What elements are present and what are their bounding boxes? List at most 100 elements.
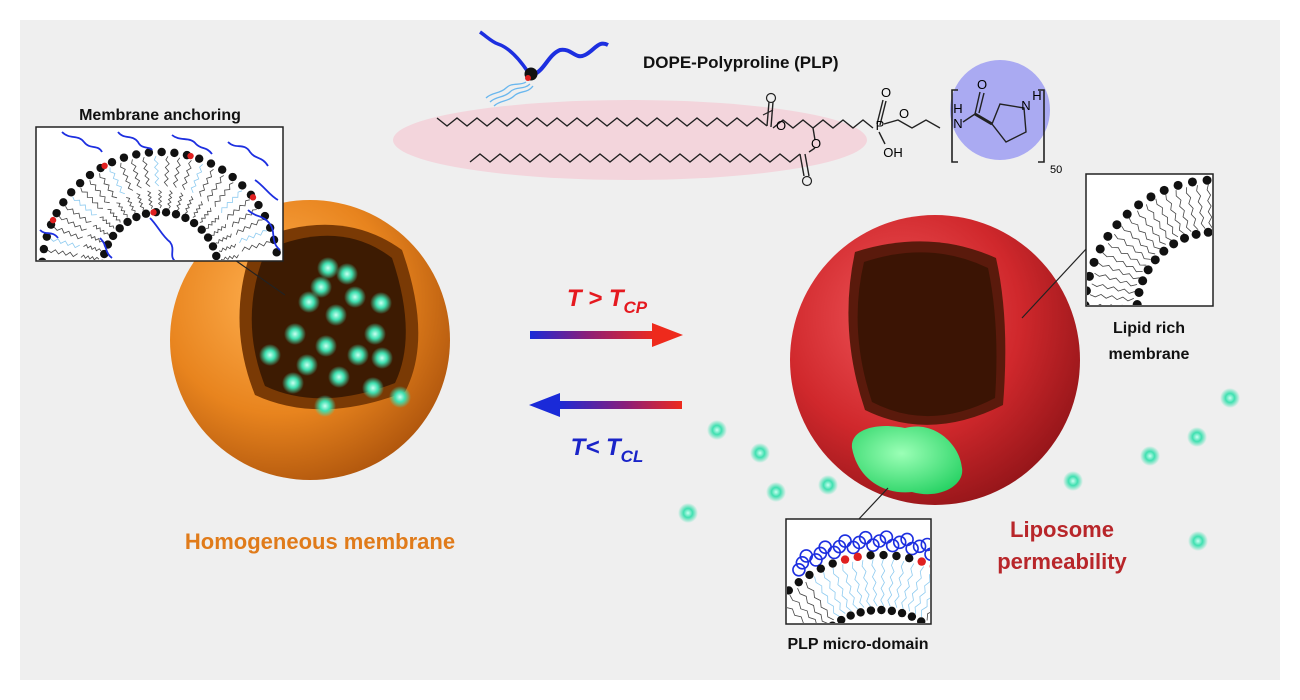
lipid-head	[929, 564, 930, 568]
lipid-head	[1095, 244, 1105, 254]
reverse-condition: T< TCL	[571, 434, 644, 466]
lipid-head	[132, 212, 141, 222]
lipid-tail	[239, 230, 268, 244]
polyproline-coil	[933, 547, 945, 559]
lipid-head	[1103, 231, 1113, 241]
lipid-head	[917, 557, 926, 566]
lipid-head	[1146, 192, 1156, 202]
proline-highlight	[950, 60, 1050, 160]
cargo-dot	[371, 347, 393, 369]
lipid-head	[856, 608, 865, 617]
lipid-tail	[231, 209, 257, 228]
lipid-tail	[176, 192, 184, 211]
lipid-tail	[241, 241, 271, 252]
lipid-head	[75, 178, 85, 188]
lipid-tail	[1094, 272, 1138, 287]
lipid-tail	[871, 559, 878, 607]
lipid-head	[794, 577, 803, 587]
lipid-head	[972, 591, 980, 599]
lipid-head	[853, 552, 862, 562]
cargo-dot	[298, 291, 320, 313]
lipid-head	[877, 605, 886, 615]
lipid-tail	[109, 167, 125, 195]
lipid-tail	[832, 567, 852, 612]
lipid-tail	[99, 216, 115, 229]
cargo-dot	[389, 386, 411, 408]
membrane-anchoring-illustration	[38, 131, 281, 260]
title: DOPE-Polyproline (PLP)	[643, 53, 839, 72]
lipid-head	[1187, 177, 1197, 187]
lipid-tail	[894, 561, 905, 608]
lipid-head	[887, 606, 897, 616]
released-cargo-dot	[766, 482, 786, 502]
lipid-tail	[89, 180, 110, 204]
chem-o-amide: O	[977, 77, 987, 92]
released-cargo-dot	[1188, 531, 1208, 551]
lipid-head	[197, 225, 206, 234]
lipid-tail	[215, 233, 232, 244]
lipid-rich-label-line2: membrane	[1109, 346, 1190, 363]
cargo-dot	[325, 304, 347, 326]
lipid-tail	[80, 254, 100, 260]
lipid-tail	[163, 156, 170, 187]
lipid-tail	[167, 190, 173, 209]
cargo-dot	[296, 354, 318, 376]
lipid-tail	[99, 173, 118, 199]
plp-molecule-icon	[479, 30, 609, 107]
lipid-tail	[214, 182, 234, 207]
lipid-head	[170, 148, 179, 158]
chem-o-phosphate-link: O	[899, 106, 909, 121]
lipid-tail	[842, 564, 858, 610]
lipid-tail	[1128, 217, 1161, 250]
lipid-head	[1087, 301, 1090, 305]
orange-liposome	[170, 200, 450, 480]
lipid-tail	[787, 607, 805, 623]
polyproline-chain	[39, 229, 59, 239]
lipid-tail	[914, 573, 930, 614]
lipid-tail	[54, 227, 83, 240]
lipid-tail	[1155, 198, 1179, 238]
lipid-head	[963, 582, 971, 590]
cargo-dot	[364, 323, 386, 345]
polyproline-coil	[951, 556, 963, 568]
lipid-rich-illustration	[1087, 175, 1212, 305]
cargo-dot	[328, 366, 350, 388]
lipid-tail	[901, 563, 915, 610]
lipid-head	[212, 251, 221, 260]
lipid-head	[829, 621, 836, 623]
lipid-head	[1132, 300, 1142, 305]
lipid-head	[879, 550, 888, 560]
lipid-head	[952, 575, 960, 583]
lipid-head	[217, 165, 227, 174]
lipid-tail	[221, 190, 243, 213]
lipid-head	[67, 188, 76, 197]
lipid-head	[203, 233, 213, 242]
lipid-tail	[190, 164, 203, 193]
lipid-tail	[1121, 225, 1156, 255]
released-cargo-dot	[1063, 471, 1083, 491]
lipid-head	[1159, 185, 1169, 195]
lipid-head	[1089, 257, 1099, 267]
lipid-tail	[823, 571, 846, 614]
lipid-head	[1087, 271, 1094, 281]
lipid-head	[144, 148, 154, 157]
polyproline-coil	[866, 538, 880, 552]
lipid-tail	[1091, 283, 1136, 294]
lipid-tail	[1097, 262, 1140, 280]
lipid-head	[39, 244, 49, 254]
lipid-head	[816, 564, 826, 573]
lipid-head	[107, 158, 117, 167]
lipid-tail	[908, 566, 925, 612]
chem-oh: OH	[883, 145, 903, 160]
lipid-head	[108, 231, 118, 241]
lipid-head	[837, 615, 846, 623]
lipid-head	[1134, 200, 1144, 210]
cargo-dot	[370, 292, 392, 314]
lipid-tail	[59, 216, 87, 231]
polyproline-chain	[99, 237, 113, 259]
lipid-head	[1169, 239, 1179, 249]
lipid-head	[1173, 180, 1183, 190]
lipid-head	[254, 200, 263, 210]
lipid-head	[905, 554, 914, 563]
repeat-count: 50	[1050, 164, 1062, 176]
